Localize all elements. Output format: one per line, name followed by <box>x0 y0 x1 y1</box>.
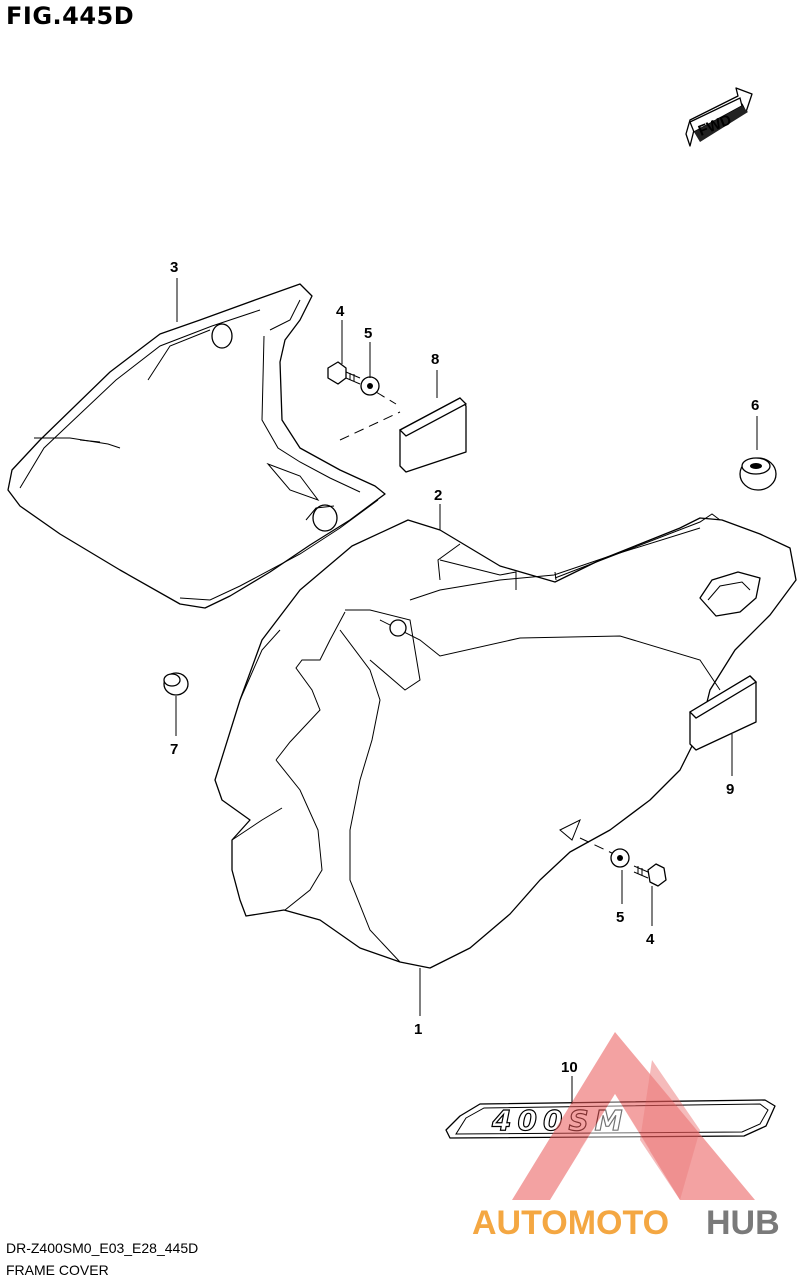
figure-code: DR-Z400SM0_E03_E28_445D <box>6 1240 199 1256</box>
callout-9: 9 <box>726 781 734 798</box>
callout-7: 7 <box>170 741 178 758</box>
part-9-pad <box>688 675 758 751</box>
bolt-washer-lower <box>579 837 667 887</box>
part-6-grommet <box>739 457 777 491</box>
callout-3: 3 <box>170 259 178 276</box>
watermark-logo <box>512 1032 755 1200</box>
figure-title: FIG.445D <box>6 2 135 30</box>
fwd-arrow-icon: FWD <box>685 87 753 147</box>
callout-1: 1 <box>414 1021 422 1038</box>
watermark-text-hub: HUB <box>706 1204 780 1242</box>
figure-name: FRAME COVER <box>6 1262 109 1278</box>
watermark-text-automoto: AUTOMOTO <box>472 1204 669 1242</box>
callout-4-lower: 4 <box>646 931 655 948</box>
part-7-grommet <box>163 672 189 696</box>
callout-10: 10 <box>561 1059 578 1076</box>
leader-lines <box>175 278 758 1104</box>
bolt-washer-upper <box>327 361 397 405</box>
callout-5-lower: 5 <box>616 909 624 926</box>
part-3-upper-frame-cover <box>7 283 386 609</box>
callout-8: 8 <box>431 351 439 368</box>
callout-5-upper: 5 <box>364 325 372 342</box>
callout-4-upper: 4 <box>336 303 345 320</box>
callout-6: 6 <box>751 397 759 414</box>
part-8-pad <box>339 397 468 473</box>
part-1-2-side-cover <box>214 513 797 969</box>
callout-2: 2 <box>434 487 442 504</box>
